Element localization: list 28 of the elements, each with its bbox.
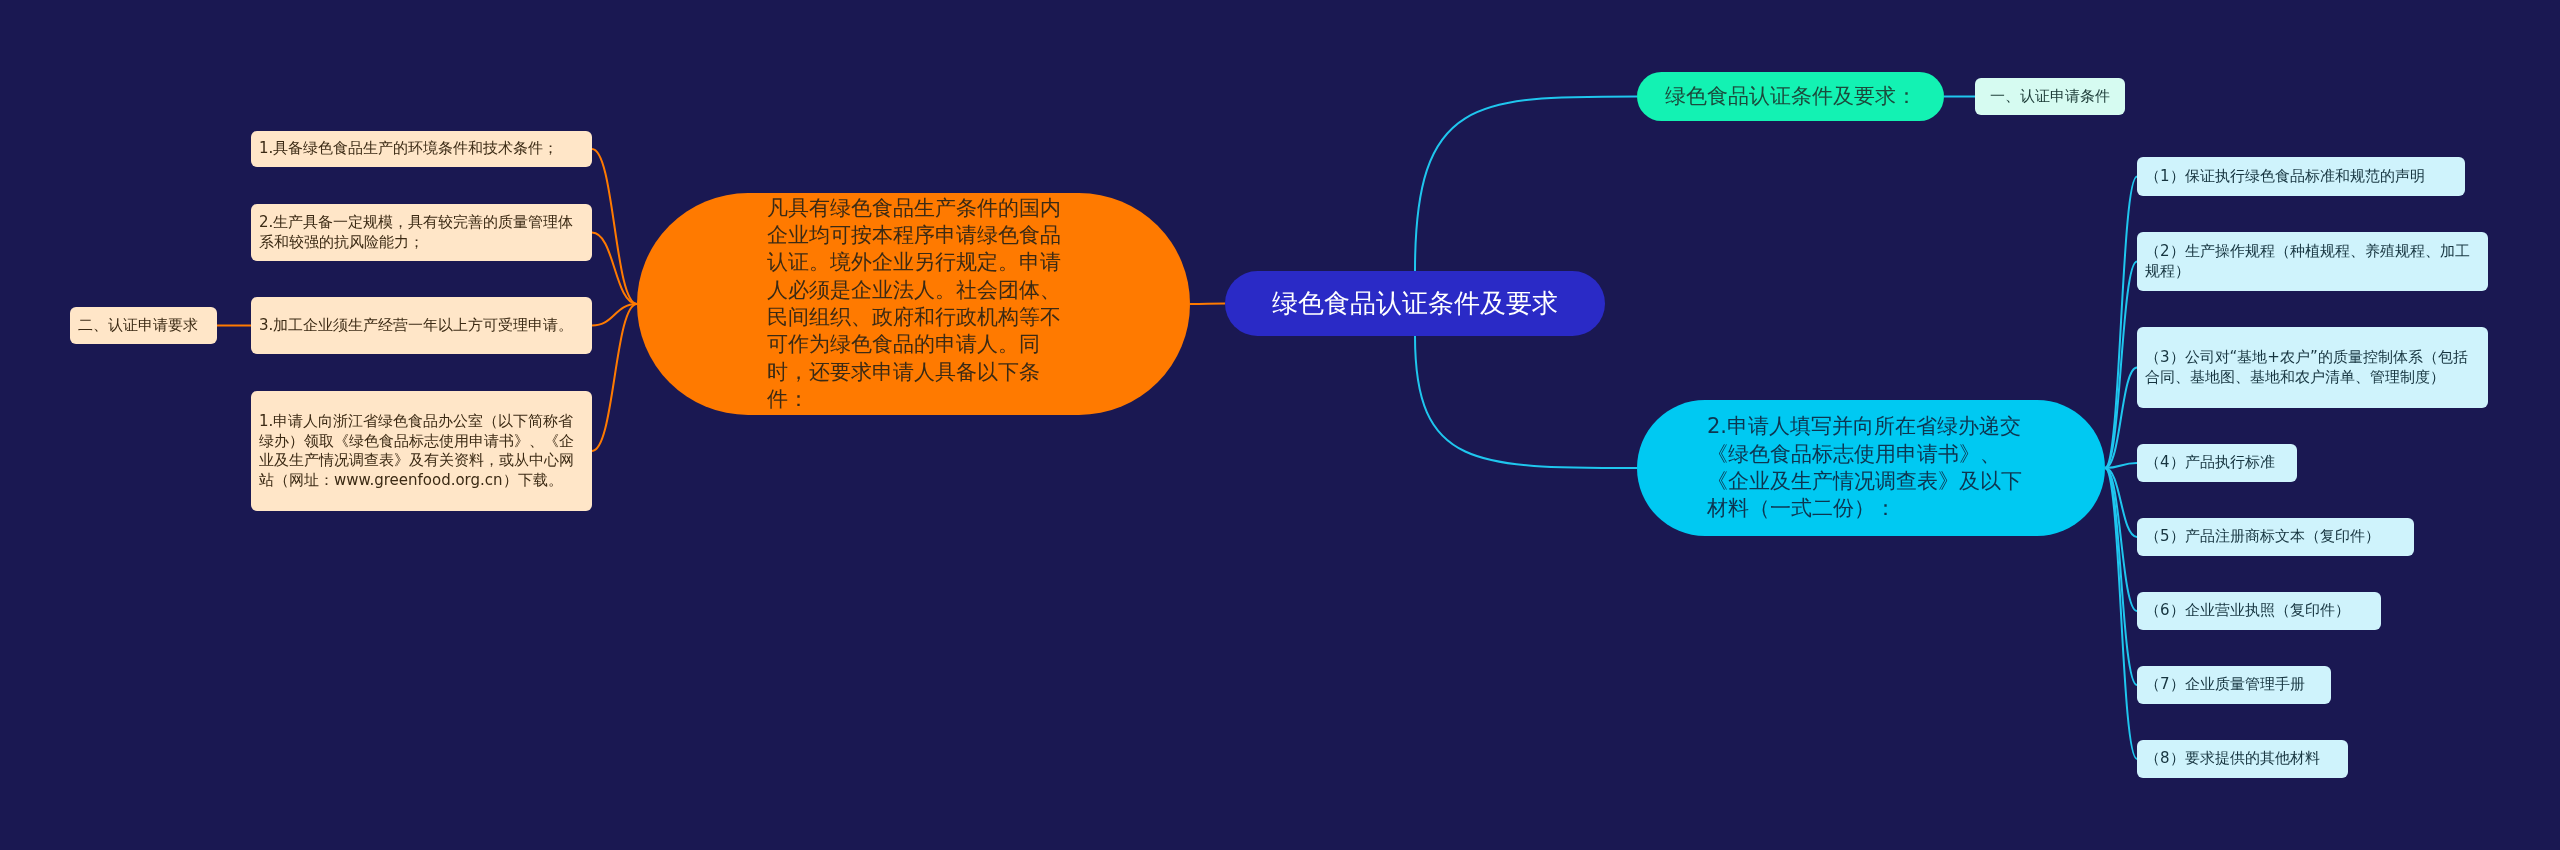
connector-line	[1189, 302, 1226, 305]
subtopic-box: （1）保证执行绿色食品标准和规范的声明	[2137, 157, 2465, 196]
subtopic-box: （6）企业营业执照（复印件）	[2137, 592, 2381, 630]
topic-box: 凡具有绿色食品生产条件的国内企业均可按本程序申请绿色食品认证。境外企业另行规定。申请人必须是企业法人。社会团体、民间组织、政府和行政机构等不可作为绿色食品的申请人。同时，还要求申请人具备以下条件：	[637, 193, 1190, 415]
connector-line	[591, 303, 638, 327]
central-topic: 绿色食品认证条件及要求	[1225, 271, 1605, 336]
subtopic-box: （3）公司对“基地+农户”的质量控制体系（包括合同、基地图、基地和农户清单、管理制度）	[2137, 327, 2488, 408]
subtopic-box: 二、认证申请要求	[70, 307, 217, 344]
connector-line	[216, 324, 252, 327]
subtopic-box: （5）产品注册商标文本（复印件）	[2137, 518, 2414, 556]
connector-line	[591, 148, 638, 305]
subtopic-box: 2.生产具备一定规模，具有较完善的质量管理体系和较强的抗风险能力；	[251, 204, 592, 261]
topic-box: 2.申请人填写并向所在省绿办递交《绿色食品标志使用申请书》、《企业及生产情况调查表》及以下材料（一式二份）：	[1637, 400, 2105, 536]
subtopic-box: （8）要求提供的其他材料	[2137, 740, 2348, 778]
topic-box: 绿色食品认证条件及要求：	[1637, 72, 1944, 121]
subtopic-box: 1.具备绿色食品生产的环境条件和技术条件；	[251, 131, 592, 167]
subtopic-box: 一、认证申请条件	[1975, 78, 2125, 115]
connector-line	[1943, 95, 1976, 98]
connector-line	[2104, 260, 2138, 469]
subtopic-box: （4）产品执行标准	[2137, 444, 2297, 482]
connector-line	[1414, 335, 1638, 469]
connector-line	[2104, 467, 2138, 760]
subtopic-box: （2）生产操作规程（种植规程、养殖规程、加工规程）	[2137, 232, 2488, 291]
connector-line	[591, 303, 638, 452]
subtopic-box: （7）企业质量管理手册	[2137, 666, 2331, 704]
subtopic-box: 1.申请人向浙江省绿色食品办公室（以下简称省绿办）领取《绿色食品标志使用申请书》、《企业及生产情况调查表》及有关资料，或从中心网站（网址：www.greenfood.org.cn）下载。	[251, 391, 592, 511]
connector-line	[1414, 95, 1638, 272]
subtopic-box: 3.加工企业须生产经营一年以上方可受理申请。	[251, 297, 592, 354]
